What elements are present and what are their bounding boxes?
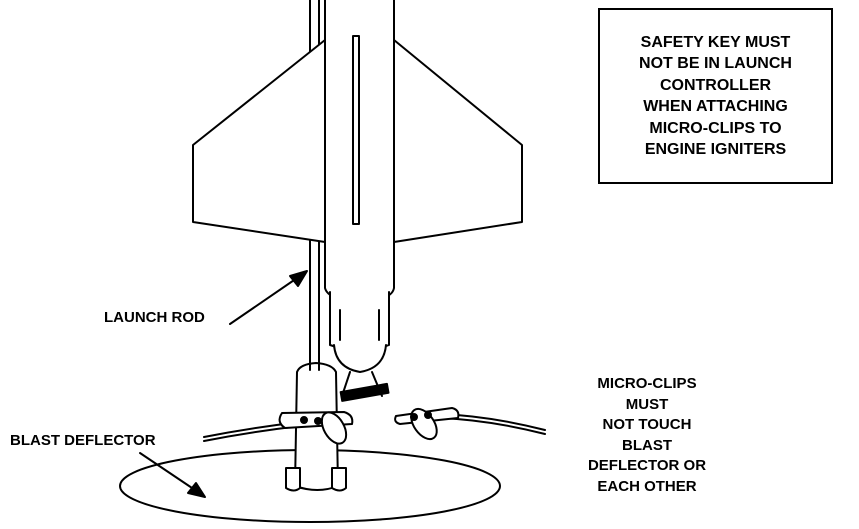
- note-line: NOT TOUCH: [602, 416, 692, 433]
- warning-line: SAFETY KEY MUST: [640, 33, 791, 51]
- blast-deflector-arrow: [139, 452, 199, 493]
- engine-nozzle: [333, 344, 387, 373]
- rocket-fin-left: [192, 39, 326, 243]
- note-line: EACH OTHER: [597, 477, 697, 495]
- warning-line: ENGINE IGNITERS: [644, 141, 787, 158]
- safety-warning-text: SAFETY KEY MUST NOT BE IN LAUNCH CONTROL…: [639, 32, 792, 161]
- warning-line: NOT BE IN LAUNCH: [639, 55, 792, 72]
- launch-lug: [352, 35, 360, 225]
- rocket-fin-right: [393, 39, 523, 243]
- warning-line: MICRO-CLIPS TO: [649, 119, 782, 137]
- launch-rod-label: LAUNCH ROD: [104, 309, 205, 326]
- warning-line: WHEN ATTACHING: [643, 98, 788, 115]
- igniter-plug: [339, 382, 390, 402]
- note-line: MICRO-CLIPS: [597, 375, 697, 392]
- safety-warning-box: SAFETY KEY MUST NOT BE IN LAUNCH CONTROL…: [598, 8, 833, 184]
- engine-casing: [329, 291, 390, 352]
- note-line: DEFLECTOR OR: [587, 457, 707, 474]
- stand-foot-right: [331, 467, 347, 492]
- warning-line: CONTROLLER: [659, 76, 772, 94]
- stand-foot-left: [285, 467, 301, 492]
- micro-clips-note: MICRO-CLIPS MUST NOT TOUCH BLAST DEFLECT…: [583, 374, 711, 497]
- launch-rod-arrow: [229, 275, 301, 325]
- note-line: MUST: [625, 395, 669, 413]
- note-line: BLAST: [622, 436, 672, 454]
- blast-deflector-label: BLAST DEFLECTOR: [10, 432, 156, 449]
